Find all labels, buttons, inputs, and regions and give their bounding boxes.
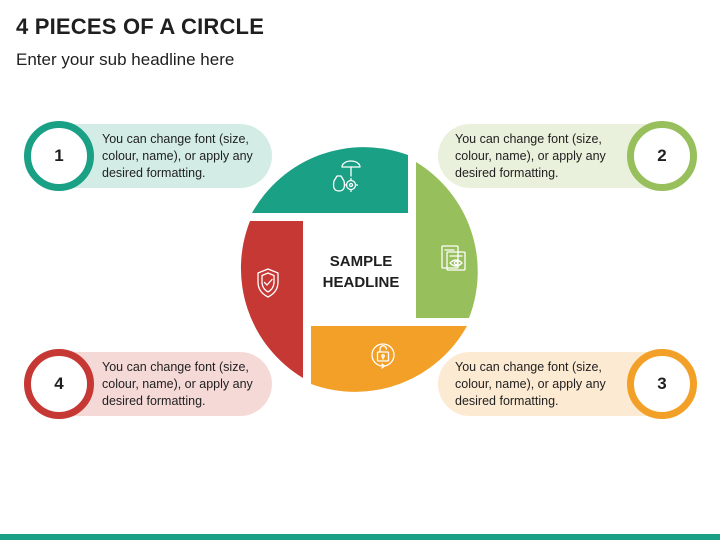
piece-1-segment <box>252 147 408 213</box>
piece-2-segment <box>416 162 478 318</box>
page-subtitle: Enter your sub headline here <box>16 50 235 69</box>
piece-1-number: 1 <box>54 146 64 165</box>
piece-3-text: You can change font (size, colour, name)… <box>455 359 606 408</box>
money-umbrella-gear-icon <box>332 160 361 193</box>
page-title: 4 PIECES OF A CIRCLE <box>16 14 265 39</box>
piece-4-number: 4 <box>54 374 64 393</box>
piece-3-number: 3 <box>657 374 667 393</box>
piece-4-segment <box>240 221 303 378</box>
piece-3-number-badge: 3 <box>627 349 697 419</box>
piece-2-text: You can change font (size, colour, name)… <box>455 131 606 180</box>
center-headline: SAMPLE HEADLINE <box>311 251 411 293</box>
center-headline-line-1: SAMPLE <box>329 253 393 270</box>
shield-check-icon <box>257 268 279 298</box>
document-eye-icon <box>441 245 466 271</box>
piece-4-text: You can change font (size, colour, name)… <box>102 359 253 408</box>
piece-1-text: You can change font (size, colour, name)… <box>102 131 253 180</box>
piece-1-number-badge: 1 <box>24 121 94 191</box>
piece-2-number: 2 <box>657 146 667 165</box>
unlock-icon <box>371 343 395 369</box>
center-headline-line-2: HEADLINE <box>322 274 400 291</box>
piece-4-number-badge: 4 <box>24 349 94 419</box>
piece-2-number-badge: 2 <box>627 121 697 191</box>
bottom-accent-bar <box>0 534 720 540</box>
